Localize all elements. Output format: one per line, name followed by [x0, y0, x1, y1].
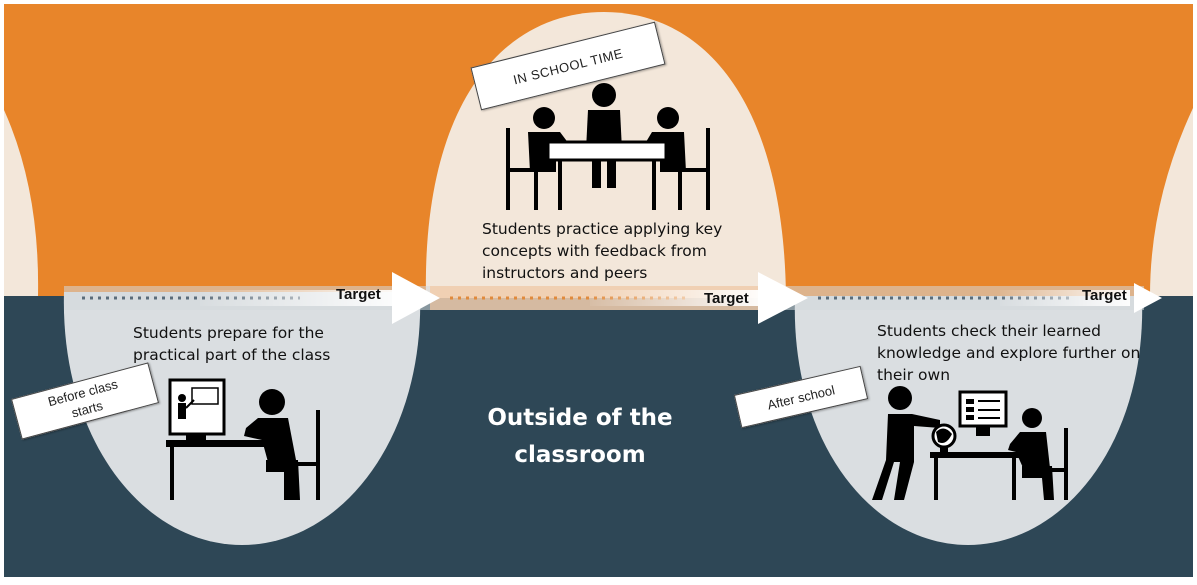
arrow-head-3	[1134, 283, 1162, 313]
in-school-description: Students practice applying key concepts …	[482, 220, 723, 282]
before-class-description: Students prepare for the practical part …	[133, 324, 331, 364]
arrow-head-2	[758, 272, 808, 324]
arrow-head-1	[392, 272, 440, 324]
left-edge-bubble	[4, 110, 39, 296]
dotted-track-1	[82, 290, 400, 306]
outside-classroom-title: Outside of the classroom	[450, 400, 710, 474]
tutor-globe-computer-icon	[872, 386, 1068, 500]
teacher-screen-student-icon	[166, 378, 320, 500]
target-label-1: Target	[336, 286, 381, 303]
target-label-3: Target	[1082, 287, 1127, 304]
right-edge-bubble	[1150, 108, 1193, 296]
students-at-table-icon	[506, 83, 710, 210]
after-school-description: Students check their learned knowledge a…	[877, 322, 1141, 384]
after-school-label: After school	[765, 381, 837, 413]
target-label-2: Target	[704, 290, 749, 307]
outside-classroom-text: Outside of the classroom	[487, 405, 673, 468]
dotted-track-3	[818, 290, 1130, 306]
before-class-bubble	[63, 292, 421, 545]
dotted-track-2	[450, 290, 760, 306]
